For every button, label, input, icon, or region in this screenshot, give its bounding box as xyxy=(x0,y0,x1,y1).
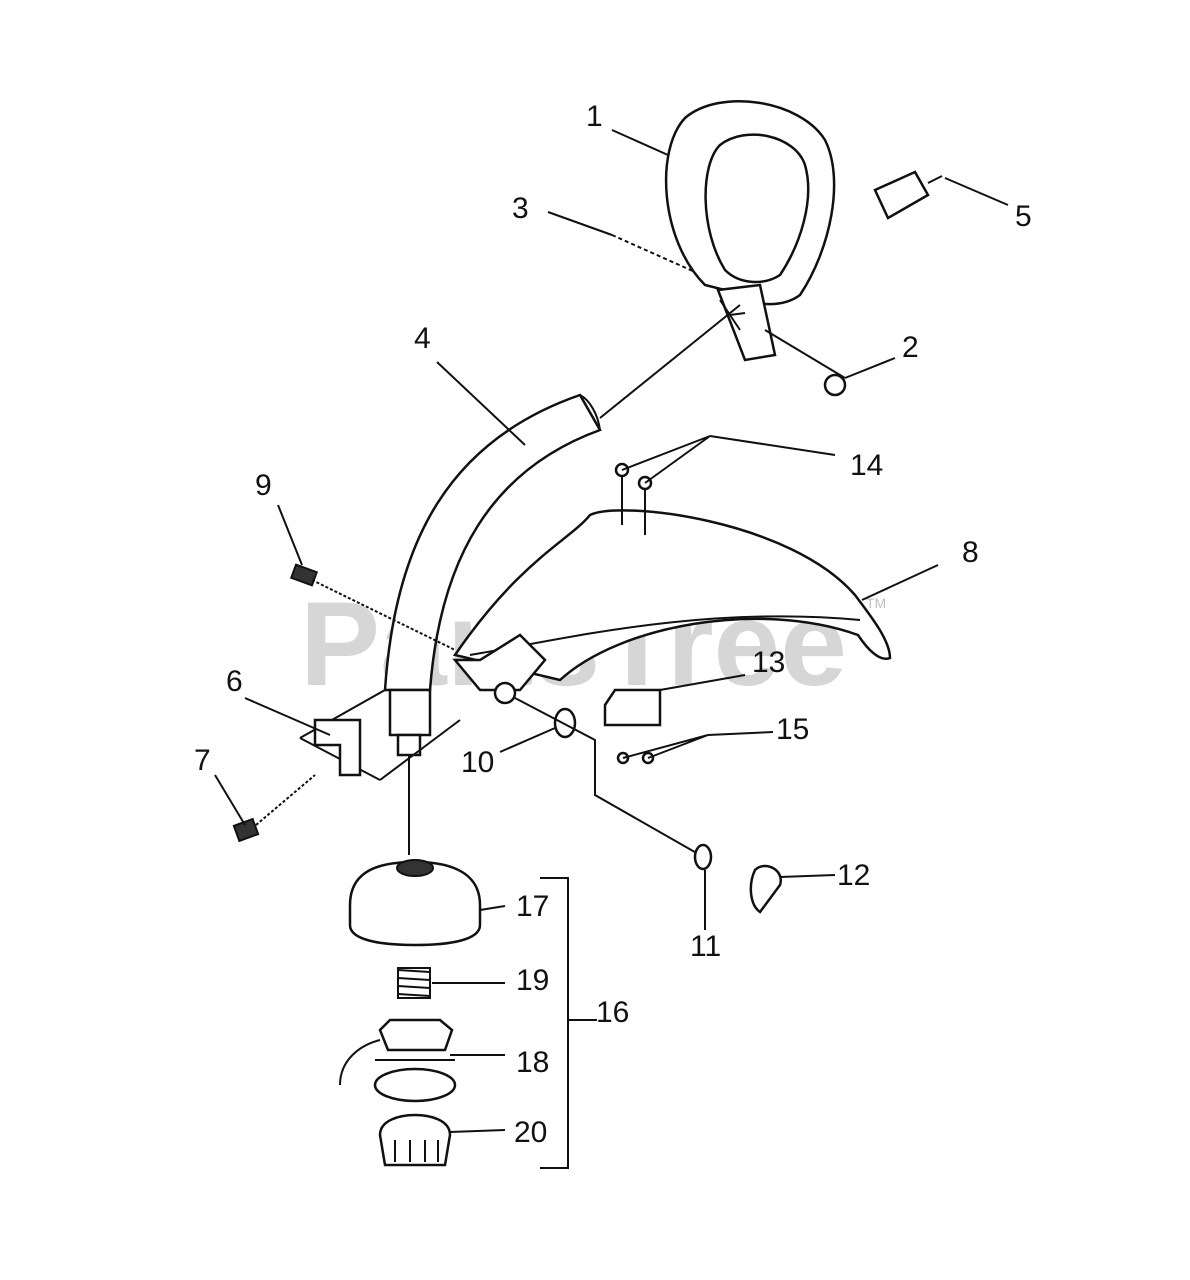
pivot-link xyxy=(514,697,701,856)
washer xyxy=(553,707,577,739)
callout-5: 5 xyxy=(1015,200,1032,233)
spool xyxy=(339,1018,457,1103)
callout-13: 13 xyxy=(752,646,785,679)
block xyxy=(603,688,662,727)
screw xyxy=(611,234,696,273)
callout-11: 11 xyxy=(690,930,721,963)
callout-7: 7 xyxy=(194,744,211,777)
pivot xyxy=(493,681,517,705)
small-washer xyxy=(693,843,713,871)
loop-handle xyxy=(664,100,836,362)
callout-10: 10 xyxy=(461,746,494,779)
callout-19: 19 xyxy=(516,964,549,997)
callout-18: 18 xyxy=(516,1046,549,1079)
nut xyxy=(823,373,847,397)
watermark-trademark: TM xyxy=(866,595,886,611)
callout-2: 2 xyxy=(902,331,919,364)
callout-12: 12 xyxy=(837,859,870,892)
callout-15: 15 xyxy=(776,713,809,746)
trimmer-housing xyxy=(348,859,482,947)
bump-knob xyxy=(378,1113,452,1167)
callout-6: 6 xyxy=(226,665,243,698)
short-bolt xyxy=(232,774,316,843)
callout-9: 9 xyxy=(255,469,272,502)
grip-piece xyxy=(873,170,943,220)
callout-17: 17 xyxy=(516,890,549,923)
curved-shaft xyxy=(383,304,741,855)
callout-4: 4 xyxy=(414,322,431,355)
long-bolt xyxy=(289,563,456,651)
callout-3: 3 xyxy=(512,192,529,225)
group-bracket xyxy=(540,877,597,1169)
callout-16: 16 xyxy=(596,996,629,1029)
leader-lines xyxy=(214,129,1009,1133)
callout-20: 20 xyxy=(514,1116,547,1149)
callout-8: 8 xyxy=(962,536,979,569)
retaining-clip xyxy=(749,864,783,914)
callout-1: 1 xyxy=(586,100,603,133)
spring xyxy=(397,967,431,999)
callout-numbers: 1 2 3 4 5 6 7 8 9 10 11 12 13 14 15 16 1… xyxy=(194,100,1032,1149)
callout-14: 14 xyxy=(850,449,883,482)
